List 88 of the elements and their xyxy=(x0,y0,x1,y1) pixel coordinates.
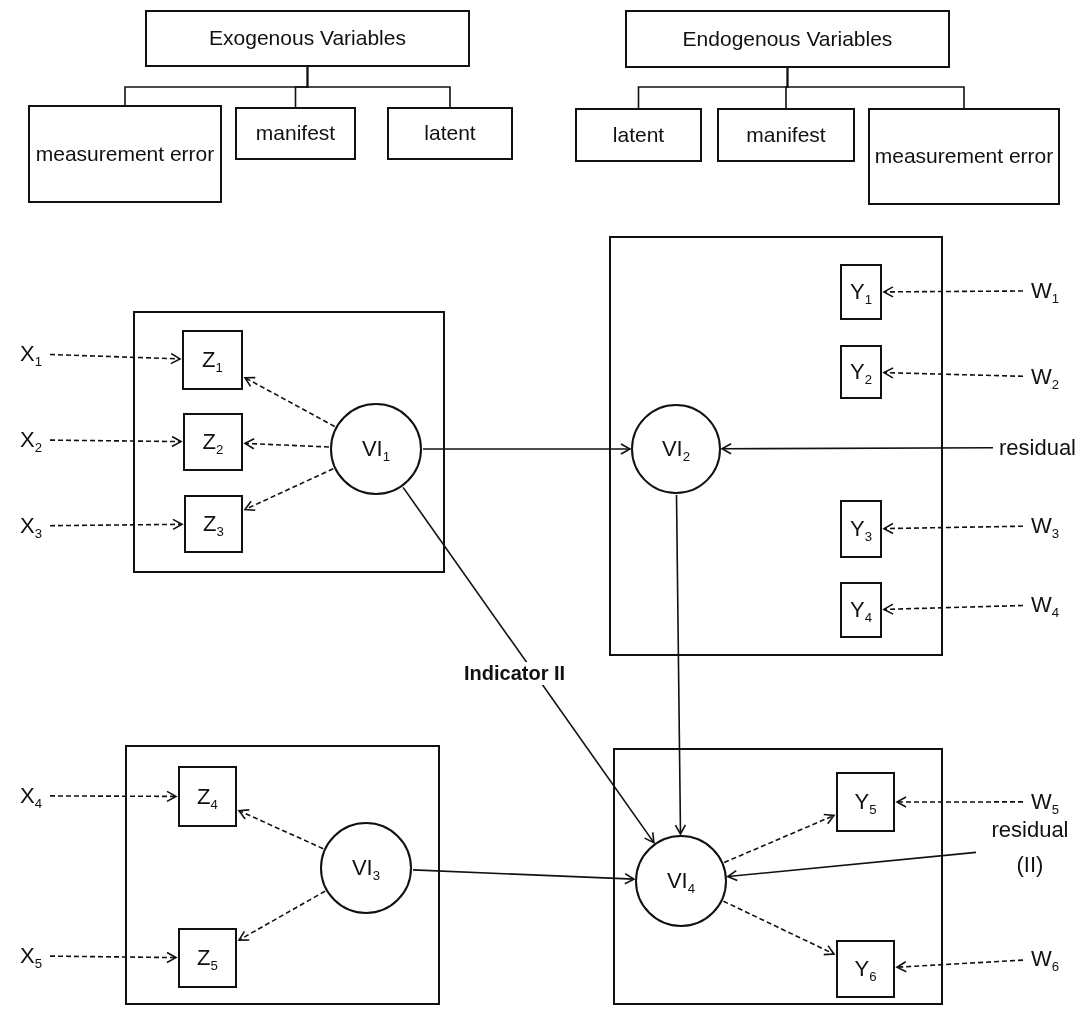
category-box xyxy=(625,10,950,68)
variable-label: W$_{1}$ xyxy=(1025,273,1065,309)
variable-label: X$_{5}$ xyxy=(14,938,48,974)
variable-label: X$_{2}$ xyxy=(14,422,48,458)
dashed-arrow xyxy=(883,286,1024,298)
arrow xyxy=(727,851,977,882)
indicator-box xyxy=(183,413,243,471)
arrow xyxy=(412,869,635,885)
variable-label: X$_{4}$ xyxy=(14,778,48,814)
dashed-arrow xyxy=(883,367,1024,379)
category-box xyxy=(575,108,702,162)
latent-variable-circle xyxy=(635,835,727,927)
indicator-box xyxy=(840,582,882,638)
category-name: Endogenous Variables xyxy=(682,25,893,52)
variable-name: VI$_{4}$ xyxy=(666,867,696,898)
category-name: latent xyxy=(612,121,665,148)
dashed-arrow xyxy=(244,438,330,450)
indicator-name: Z$_{3}$ xyxy=(203,510,224,541)
variable-name: VI$_{1}$ xyxy=(361,435,391,466)
indicator-name: Y$_{2}$ xyxy=(850,358,872,389)
dashed-arrow xyxy=(49,951,177,964)
arrow xyxy=(721,442,994,455)
indicator-box xyxy=(184,495,243,553)
variable-name: VI$_{2}$ xyxy=(661,435,691,466)
indicator-name: Z$_{1}$ xyxy=(202,346,223,377)
arrow xyxy=(674,494,687,835)
dashed-arrow xyxy=(883,603,1024,615)
dashed-arrow xyxy=(896,796,1024,808)
indicator-box xyxy=(182,330,243,390)
indicator-box xyxy=(836,772,895,832)
variable-label: W$_{3}$ xyxy=(1025,508,1065,544)
category-name: measurement error xyxy=(35,140,215,167)
category-name: measurement error xyxy=(874,143,1054,170)
arrow xyxy=(402,486,655,844)
group-frame xyxy=(609,236,943,656)
dashed-arrow xyxy=(723,813,835,864)
dashed-arrow xyxy=(883,522,1024,535)
category-box xyxy=(868,108,1060,205)
indicator-name: Z$_{5}$ xyxy=(197,944,218,975)
category-box xyxy=(387,107,513,160)
arrow xyxy=(422,443,631,455)
variable-label: X$_{1}$ xyxy=(14,336,48,372)
indicator-name: Z$_{2}$ xyxy=(202,428,224,459)
tree-line xyxy=(306,66,451,108)
indicator-name: Z$_{4}$ xyxy=(197,782,218,814)
latent-variable-circle xyxy=(631,404,721,494)
dashed-arrow xyxy=(238,809,324,850)
latent-variable-circle xyxy=(320,822,412,914)
indicator-name: Y$_{1}$ xyxy=(850,278,872,309)
indicator-name: Y$_{5}$ xyxy=(854,788,877,819)
category-box xyxy=(717,108,855,162)
dashed-arrow xyxy=(49,790,177,803)
dashed-arrow xyxy=(49,352,181,365)
indicator-name: Y$_{4}$ xyxy=(850,596,872,627)
variable-label: W$_{5}$ xyxy=(1025,784,1065,820)
variable-label: X$_{3}$ xyxy=(14,508,48,544)
variable-label: W$_{2}$ xyxy=(1025,359,1065,395)
category-box xyxy=(145,10,470,67)
category-box xyxy=(28,105,222,203)
group-frame xyxy=(613,748,943,1005)
dashed-arrow xyxy=(244,467,335,512)
category-box xyxy=(235,107,356,160)
indicator-box xyxy=(840,345,882,399)
tree-line xyxy=(786,67,965,109)
dashed-arrow xyxy=(49,518,183,531)
dashed-arrow xyxy=(238,890,326,941)
indicator-name: Y$_{6}$ xyxy=(854,955,877,986)
indicator-box xyxy=(178,766,237,827)
category-name: latent xyxy=(424,120,476,147)
variable-name: VI$_{3}$ xyxy=(351,854,381,885)
indicator-box xyxy=(840,500,882,558)
indicator-box xyxy=(836,940,895,998)
variable-label: W$_{6}$ xyxy=(1025,941,1065,977)
dashed-arrow xyxy=(896,959,1024,973)
indicator-box xyxy=(840,264,882,320)
variable-label: W$_{4}$ xyxy=(1025,587,1065,623)
indicator-box xyxy=(178,928,237,988)
dashed-arrow xyxy=(49,435,182,448)
category-name: Exogenous Variables xyxy=(209,25,406,52)
dashed-arrow xyxy=(244,376,336,428)
variable-label: residual xyxy=(995,430,1080,466)
indicator-name: Y$_{3}$ xyxy=(850,515,872,546)
group-frame xyxy=(133,311,445,573)
category-name: manifest xyxy=(746,121,826,148)
latent-variable-circle xyxy=(330,403,422,495)
dashed-arrow xyxy=(722,900,835,956)
group-frame xyxy=(125,745,440,1005)
category-name: manifest xyxy=(255,120,336,147)
